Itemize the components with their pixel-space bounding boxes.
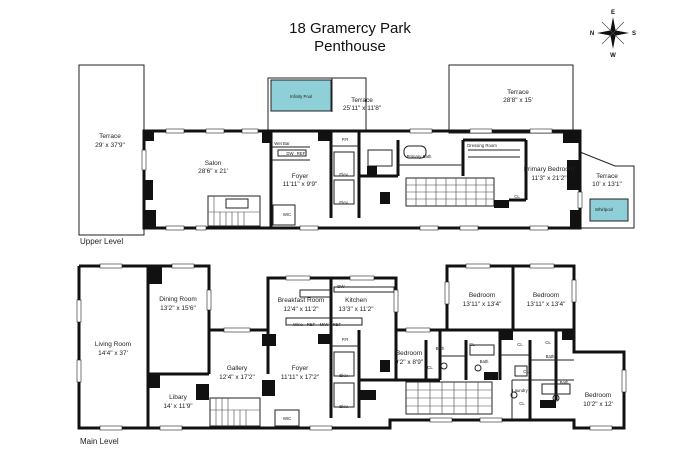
cl-1-label: CL — [469, 342, 475, 347]
main-wic-label: WIC — [283, 416, 291, 421]
primary-bath-label: Primary Bath — [407, 154, 432, 159]
main-stairs — [405, 381, 493, 415]
upper-terrace-corner-name: Terrace — [596, 173, 618, 180]
compass-e: E — [611, 10, 615, 16]
salon-dims: 28'6" x 21' — [198, 168, 228, 175]
wine-label: Wine — [293, 322, 303, 327]
upper-terrace-west-name: Terrace — [99, 133, 121, 140]
gallery-name: Gallery — [227, 365, 248, 372]
bath-3-label: Bath — [546, 354, 555, 359]
bath-2-label: Bath — [480, 359, 489, 364]
main-foyer-name: Foyer — [292, 365, 309, 372]
living-room-name: Living Room — [95, 341, 131, 348]
salon-name: Salon — [205, 160, 222, 167]
upper-exterior-wall — [142, 129, 582, 230]
wet-bar-label: Wet Bar — [274, 141, 290, 146]
upper-terrace-east-dims: 28'8" x 15' — [503, 97, 533, 104]
library-dims: 14' x 11'9" — [163, 403, 193, 410]
bedroom-4-name: Bedroom — [585, 392, 611, 399]
bedroom-1-name: Bedroom — [469, 292, 495, 299]
primary-bedroom-dims: 11'3" x 21'2" — [531, 175, 567, 182]
plan-title: 18 Gramercy Park — [289, 20, 411, 37]
breakfast-room-name: Breakfast Room — [278, 297, 325, 304]
bath-4-label: Bath — [560, 380, 569, 385]
library-name: Libary — [169, 394, 187, 401]
compass-n: N — [590, 31, 594, 37]
main-level-label: Main Level — [80, 437, 119, 446]
bedroom-3-dims: 9'2" x 8'9" — [395, 359, 424, 366]
laundry-label: Laundry — [512, 388, 528, 393]
cl-5-label: CL — [523, 369, 529, 374]
main-pr-label: P.R — [342, 337, 349, 342]
breakfast-room-dims: 12'4" x 11'2" — [283, 306, 319, 313]
main-elev-1: Elev. — [339, 373, 348, 378]
cl-6-label: CL — [519, 401, 525, 406]
cl-3-label: CL — [517, 342, 523, 347]
dining-room-name: Dining Room — [159, 296, 197, 303]
mw-label: M/W — [320, 322, 330, 327]
primary-bedroom-name: Primary Bedroom — [524, 166, 575, 173]
upper-level-label: Upper Level — [80, 237, 123, 246]
upper-elev-2: Elev. — [339, 200, 348, 205]
gallery-stairs — [209, 397, 261, 427]
plan-subtitle: Penthouse — [314, 38, 386, 55]
upper-foyer-dims: 11'11" x 9'9" — [283, 181, 318, 188]
main-dw-label: DW — [337, 284, 345, 289]
upper-cl-label: CL — [514, 194, 520, 199]
upper-terrace-east-name: Terrace — [507, 89, 529, 96]
kitchen-dims: 13'3" x 11'2" — [338, 306, 374, 313]
upper-elev-1: Elev. — [339, 172, 348, 177]
cl-4-label: CL — [545, 340, 551, 345]
upper-dw-label: DW — [286, 151, 294, 156]
bedroom-3-name: Bedroom — [396, 350, 422, 357]
upper-terrace-west-dims: 29' x 37'9" — [95, 142, 125, 149]
compass-w: W — [610, 53, 616, 59]
compass-icon — [597, 17, 629, 49]
upper-terrace-east — [448, 64, 574, 134]
salon-stairs — [207, 195, 261, 227]
upper-terrace-pool-name: Terrace — [351, 97, 373, 104]
upper-wic-label: WIC — [283, 212, 291, 217]
upper-pr-label: P.R — [342, 137, 349, 142]
upper-terrace-corner-dims: 10' x 13'1" — [592, 181, 622, 188]
upper-ref-label: REF — [297, 151, 306, 156]
bath-1-label: Bath — [436, 346, 445, 351]
bedroom-1-dims: 13'11" x 13'4" — [463, 301, 502, 308]
main-ref-1-label: REF — [307, 322, 316, 327]
infinity-pool-label: Infinity Pool — [290, 94, 312, 99]
compass-s: S — [632, 31, 636, 37]
bedroom-2-name: Bedroom — [533, 292, 559, 299]
main-level-plan — [76, 263, 627, 431]
dining-room-dims: 13'2" x 15'6" — [160, 305, 196, 312]
cl-2-label: CL — [427, 365, 433, 370]
upper-terrace-pool-dims: 25'11" x 11'8" — [343, 105, 382, 112]
main-ref-2-label: REF — [333, 322, 342, 327]
upper-level-plan — [78, 64, 635, 236]
kitchen-name: Kitchen — [345, 297, 367, 304]
gallery-dims: 12'4" x 17'2" — [219, 374, 255, 381]
upper-terrace-west — [78, 64, 145, 236]
main-foyer-dims: 11'11" x 17'2" — [281, 374, 320, 381]
living-room-dims: 14'4" x 37' — [98, 350, 128, 357]
upper-stairs — [405, 177, 495, 207]
whirlpool-tub — [589, 198, 629, 222]
main-elev-2: Elev. — [339, 404, 348, 409]
bedroom-2-dims: 13'11" x 13'4" — [527, 301, 566, 308]
whirlpool-label: Whirlpool — [595, 207, 613, 212]
upper-foyer-name: Foyer — [292, 173, 309, 180]
infinity-pool — [270, 79, 332, 112]
bedroom-4-dims: 10'2" x 12' — [583, 401, 613, 408]
dressing-room-label: Dressing Room — [467, 143, 497, 148]
